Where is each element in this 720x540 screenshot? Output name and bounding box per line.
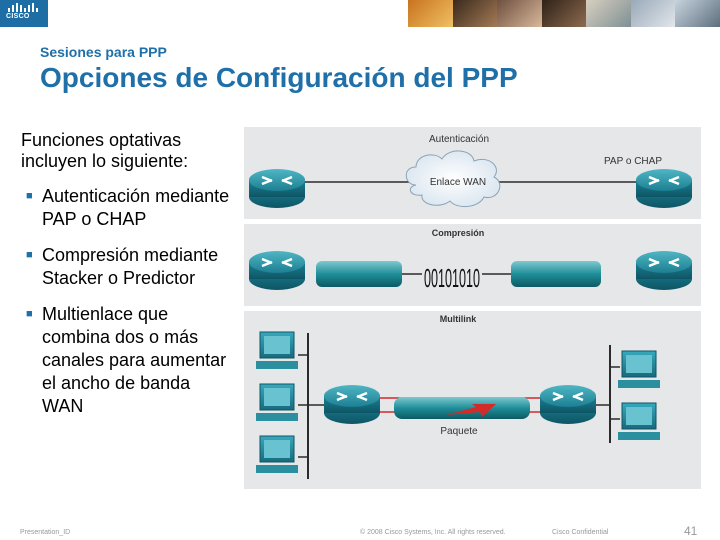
- footer-confidential: Cisco Confidential: [552, 529, 609, 536]
- multilink-bundle: [394, 397, 530, 419]
- computer-icon: [618, 350, 660, 388]
- bullet-item: ■ Multienlace que combina dos o más canal…: [26, 303, 231, 418]
- bullet-item: ■ Compresión mediante Stacker o Predictor: [26, 244, 231, 290]
- photo-strip: [408, 0, 720, 27]
- logo-text: CISCO: [6, 13, 30, 20]
- bullet-list: ■ Autenticación mediante PAP o CHAP ■ Comp…: [26, 185, 231, 431]
- packet-label: Paquete: [440, 426, 478, 437]
- cloud-label: Enlace WAN: [430, 177, 486, 188]
- packet-arrow-icon: [446, 404, 496, 417]
- bullet-text: Autenticación mediante PAP o CHAP: [42, 186, 230, 229]
- intro-text: Funciones optativas incluyen lo siguient…: [21, 130, 189, 171]
- compression-pipe-right: [511, 261, 601, 287]
- cisco-logo: CISCO: [0, 0, 48, 27]
- photo-7: [675, 0, 720, 27]
- ppp-options-diagram: Enlace WAN Autenticación PAP o CHAP Comp…: [244, 127, 701, 489]
- compressed-bits: 00101010: [424, 263, 480, 293]
- computer-icon: [256, 383, 298, 421]
- photo-1: [408, 0, 453, 27]
- photo-3: [497, 0, 542, 27]
- auth-label: Autenticación: [429, 134, 489, 145]
- photo-2: [452, 0, 498, 27]
- bullet-text: Compresión mediante Stacker o Predictor: [42, 245, 219, 288]
- router-icon: [636, 169, 692, 208]
- footer-copyright: © 2008 Cisco Systems, Inc. All rights re…: [360, 529, 506, 536]
- page-title: Opciones de Configuración del PPP: [40, 62, 518, 93]
- bullet-item: ■ Autenticación mediante PAP o CHAP: [26, 185, 231, 231]
- bullet-text: Multienlace que combina dos o más canale…: [42, 304, 227, 416]
- top-banner: CISCO: [0, 0, 720, 27]
- photo-6: [630, 0, 676, 27]
- compression-pipe-left: [316, 261, 402, 287]
- bullet-square-icon: ■: [26, 190, 33, 202]
- bullet-square-icon: ■: [26, 308, 33, 320]
- photo-5: [586, 0, 631, 27]
- compression-label: Compresión: [432, 228, 485, 238]
- router-icon: [324, 385, 380, 424]
- computer-icon: [256, 331, 298, 369]
- protocol-label: PAP o CHAP: [604, 156, 662, 167]
- wan-cloud-icon: [405, 150, 501, 207]
- computer-icon: [256, 435, 298, 473]
- router-icon: [540, 385, 596, 424]
- router-icon: [249, 251, 305, 290]
- router-icon: [636, 251, 692, 290]
- footer-presentation-id: Presentation_ID: [20, 529, 71, 536]
- bullet-square-icon: ■: [26, 249, 33, 261]
- section-subtitle: Sesiones para PPP: [40, 44, 167, 60]
- page-number: 41: [684, 524, 698, 538]
- computer-icon: [618, 402, 660, 440]
- router-icon: [249, 169, 305, 208]
- photo-4: [541, 0, 587, 27]
- cisco-bars-icon: [8, 3, 38, 12]
- multilink-label: Multilink: [440, 314, 477, 324]
